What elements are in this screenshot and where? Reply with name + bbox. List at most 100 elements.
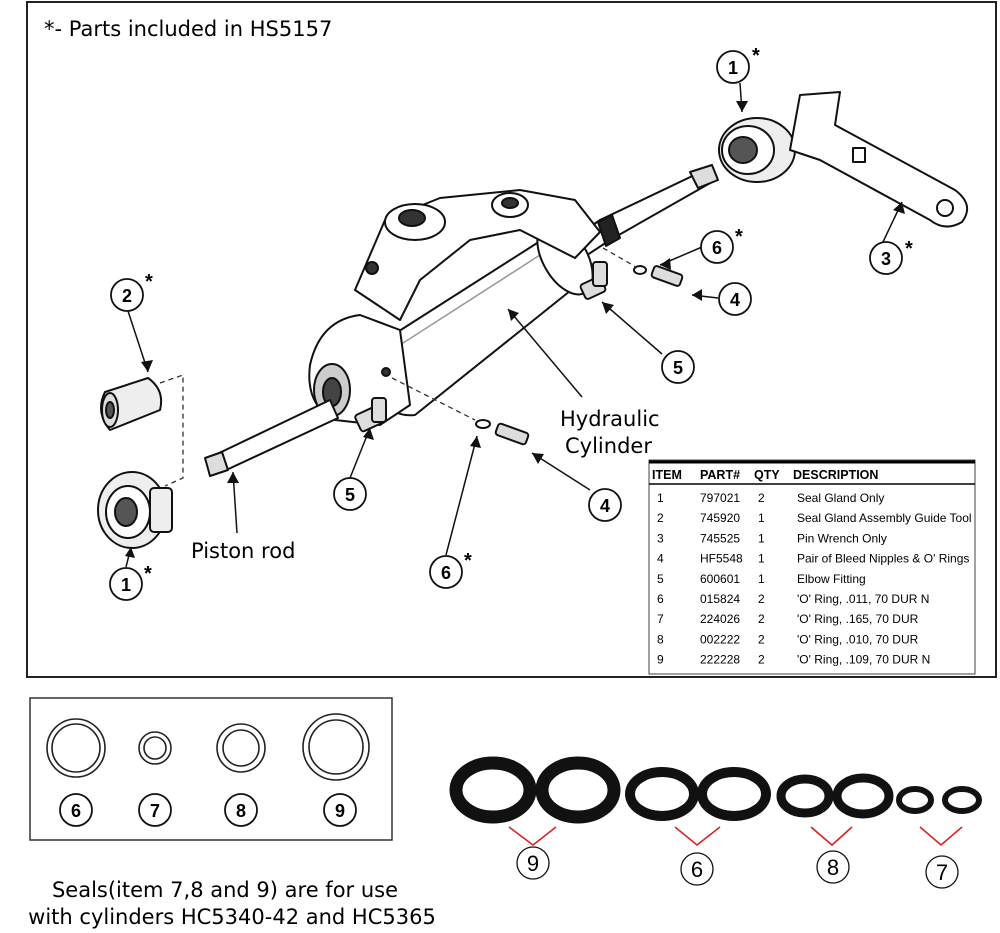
table-cell: 222228	[700, 653, 740, 667]
yoke-hole-small	[365, 261, 379, 275]
table-cell: 1	[758, 531, 765, 545]
seal-chart-labels: 6 7 8 9	[59, 793, 357, 827]
bleed-nipple-right	[633, 265, 684, 287]
photo-label-7: 7	[936, 860, 948, 885]
rod-thread-upper	[689, 164, 719, 189]
table-cell: 015824	[700, 592, 740, 606]
ring-7b	[942, 786, 982, 814]
callouts	[109, 50, 903, 601]
callout-4-right	[718, 282, 752, 316]
leader-arrowheads	[125, 101, 905, 558]
star-6-top: *	[735, 226, 743, 248]
ring-8b	[832, 773, 894, 819]
seal-gland-bottom	[97, 471, 173, 549]
table-cell: 4	[657, 552, 664, 566]
yoke-boss-left-hole	[398, 209, 426, 227]
seal-6-inner	[51, 723, 101, 773]
table-cell: Seal Gland Assembly Guide Tool	[797, 511, 972, 525]
seal-8-outer	[216, 723, 266, 773]
elbow-fitting-right	[579, 261, 608, 300]
footer-note-line-2: with cylinders HC5340-42 and HC5365	[28, 905, 436, 929]
ring-6a	[625, 767, 699, 821]
table-cell: 'O' Ring, .010, 70 DUR	[797, 632, 919, 646]
o-ring-photo	[449, 756, 982, 824]
header-qty: QTY	[754, 468, 780, 482]
callout-5-left-text: 5	[345, 485, 355, 505]
table-cell: 2	[758, 632, 765, 646]
table-cell: 2	[758, 653, 765, 667]
ring-9b	[535, 756, 621, 824]
photo-label-9: 9	[527, 851, 539, 876]
diagram-frame	[26, 1, 997, 678]
alignment-lines	[159, 247, 637, 487]
callout-5-left	[333, 477, 367, 511]
table-cell: 745920	[700, 511, 740, 525]
table-cell: Seal Gland Only	[797, 491, 884, 505]
table-body: 1 797021 2 Seal Gland Only 2 745920 1 Seal Glan…	[657, 491, 972, 667]
callout-2-text: 2	[122, 286, 132, 306]
seal-9-outer	[302, 713, 370, 781]
header-description: DESCRIPTION	[793, 468, 878, 482]
seal-chart-label-7: 7	[150, 801, 160, 821]
callout-6-top-text: 6	[712, 238, 722, 258]
table-cell: 2	[758, 612, 765, 626]
callout-6-top	[700, 230, 734, 264]
parts-table: ITEM PART# QTY DESCRIPTION 1 797021 2 Seal …	[648, 459, 976, 675]
table-cell: 5	[657, 572, 664, 586]
callout-1-top-text: 1	[728, 58, 738, 78]
guide-tool	[100, 377, 163, 431]
star-6-bottom: *	[464, 550, 472, 572]
callout-1-bottom-text: 1	[121, 575, 131, 595]
ring-9a	[449, 756, 537, 824]
table-cell: 'O' Ring, .011, 70 DUR N	[797, 592, 929, 606]
seal-chart-label-6: 6	[71, 801, 81, 821]
table-cell: 2	[657, 511, 664, 525]
table-row: 2 745920 1 Seal Gland Assembly Guide Tool	[657, 511, 972, 525]
photo-label-6: 6	[691, 857, 703, 882]
rod-dark-band	[597, 214, 621, 247]
callout-6-bottom	[429, 555, 463, 589]
bleed-nipple-lower	[475, 419, 530, 446]
callout-labels: 1 2 3 4 5 5 6 6 4 1	[121, 58, 891, 595]
callout-1-top	[716, 50, 750, 84]
rod-thread-lower	[204, 451, 229, 477]
callout-1-bottom	[109, 567, 143, 601]
seal-6-outer	[46, 718, 106, 778]
o-ring-photo-labels: 9 6 8 7	[516, 846, 959, 889]
callout-3-text: 3	[881, 249, 891, 269]
table-cell: 797021	[700, 491, 740, 505]
table-cell: Elbow Fitting	[797, 572, 866, 586]
table-cell: 1	[758, 511, 765, 525]
table-header: ITEM PART# QTY DESCRIPTION	[652, 468, 878, 482]
table-cell: 1	[758, 552, 765, 566]
table-cell: Pair of Bleed Nipples & O' Rings	[797, 552, 969, 566]
table-cell: 224026	[700, 612, 740, 626]
seal-7-inner	[143, 736, 167, 760]
ring-6b	[697, 767, 771, 821]
star-1-top: *	[752, 45, 760, 67]
table-cell: 745525	[700, 531, 740, 545]
callout-5-right-text: 5	[673, 358, 683, 378]
table-cell: 600601	[700, 572, 740, 586]
callout-5-right	[661, 350, 695, 384]
table-cell: 'O' Ring, .165, 70 DUR	[797, 612, 919, 626]
pin-wrench-hole	[936, 199, 954, 217]
piston-rod-shape	[214, 399, 339, 473]
table-cell: 3	[657, 531, 664, 545]
pin-wrench-square	[852, 147, 866, 163]
table-cell: 8	[657, 632, 664, 646]
ring-7a	[896, 786, 934, 814]
callout-stars: * * * * * *	[144, 45, 913, 585]
ring-8a	[776, 774, 834, 818]
table-cell: Pin Wrench Only	[797, 531, 887, 545]
seal-chart	[46, 713, 370, 781]
callout-4-right-text: 4	[730, 290, 740, 310]
table-cell: 'O' Ring, .109, 70 DUR N	[797, 653, 930, 667]
seal-8-inner	[222, 729, 260, 767]
callout-3	[869, 241, 903, 275]
